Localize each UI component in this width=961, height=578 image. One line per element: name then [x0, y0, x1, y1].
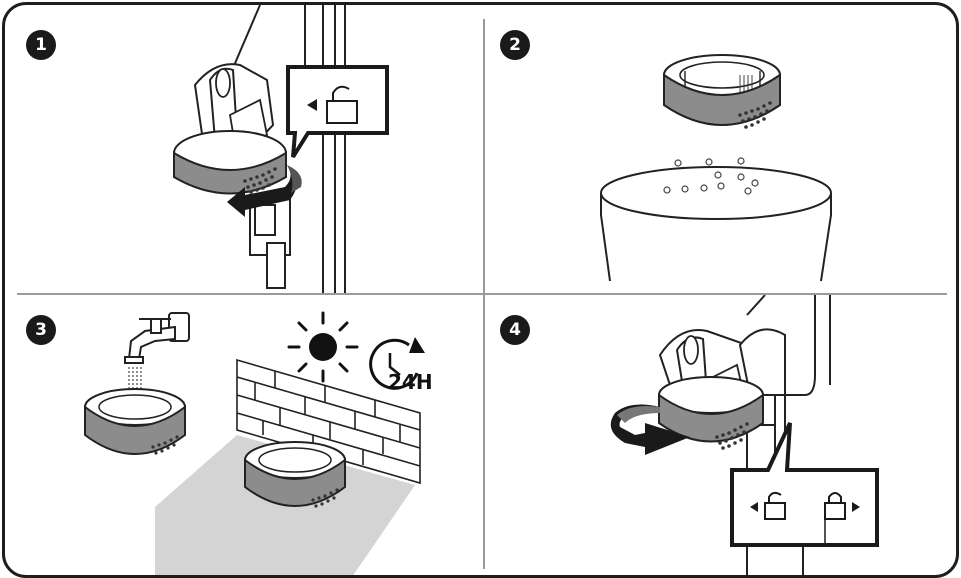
empty-dust-icon [664, 158, 758, 194]
step-2-panel: 2 [485, 5, 955, 293]
dry-time-label: 24H [388, 370, 433, 394]
sun-icon [289, 313, 357, 381]
faucet-icon [125, 313, 189, 363]
step-2-illustration [485, 5, 955, 293]
step-3-illustration [5, 295, 483, 578]
step-1-illustration [5, 5, 483, 293]
step-1-panel: 1 [5, 5, 483, 293]
step-4-panel: 4 [485, 295, 955, 578]
step-3-panel: 3 [5, 295, 483, 578]
step-4-illustration [485, 295, 955, 578]
